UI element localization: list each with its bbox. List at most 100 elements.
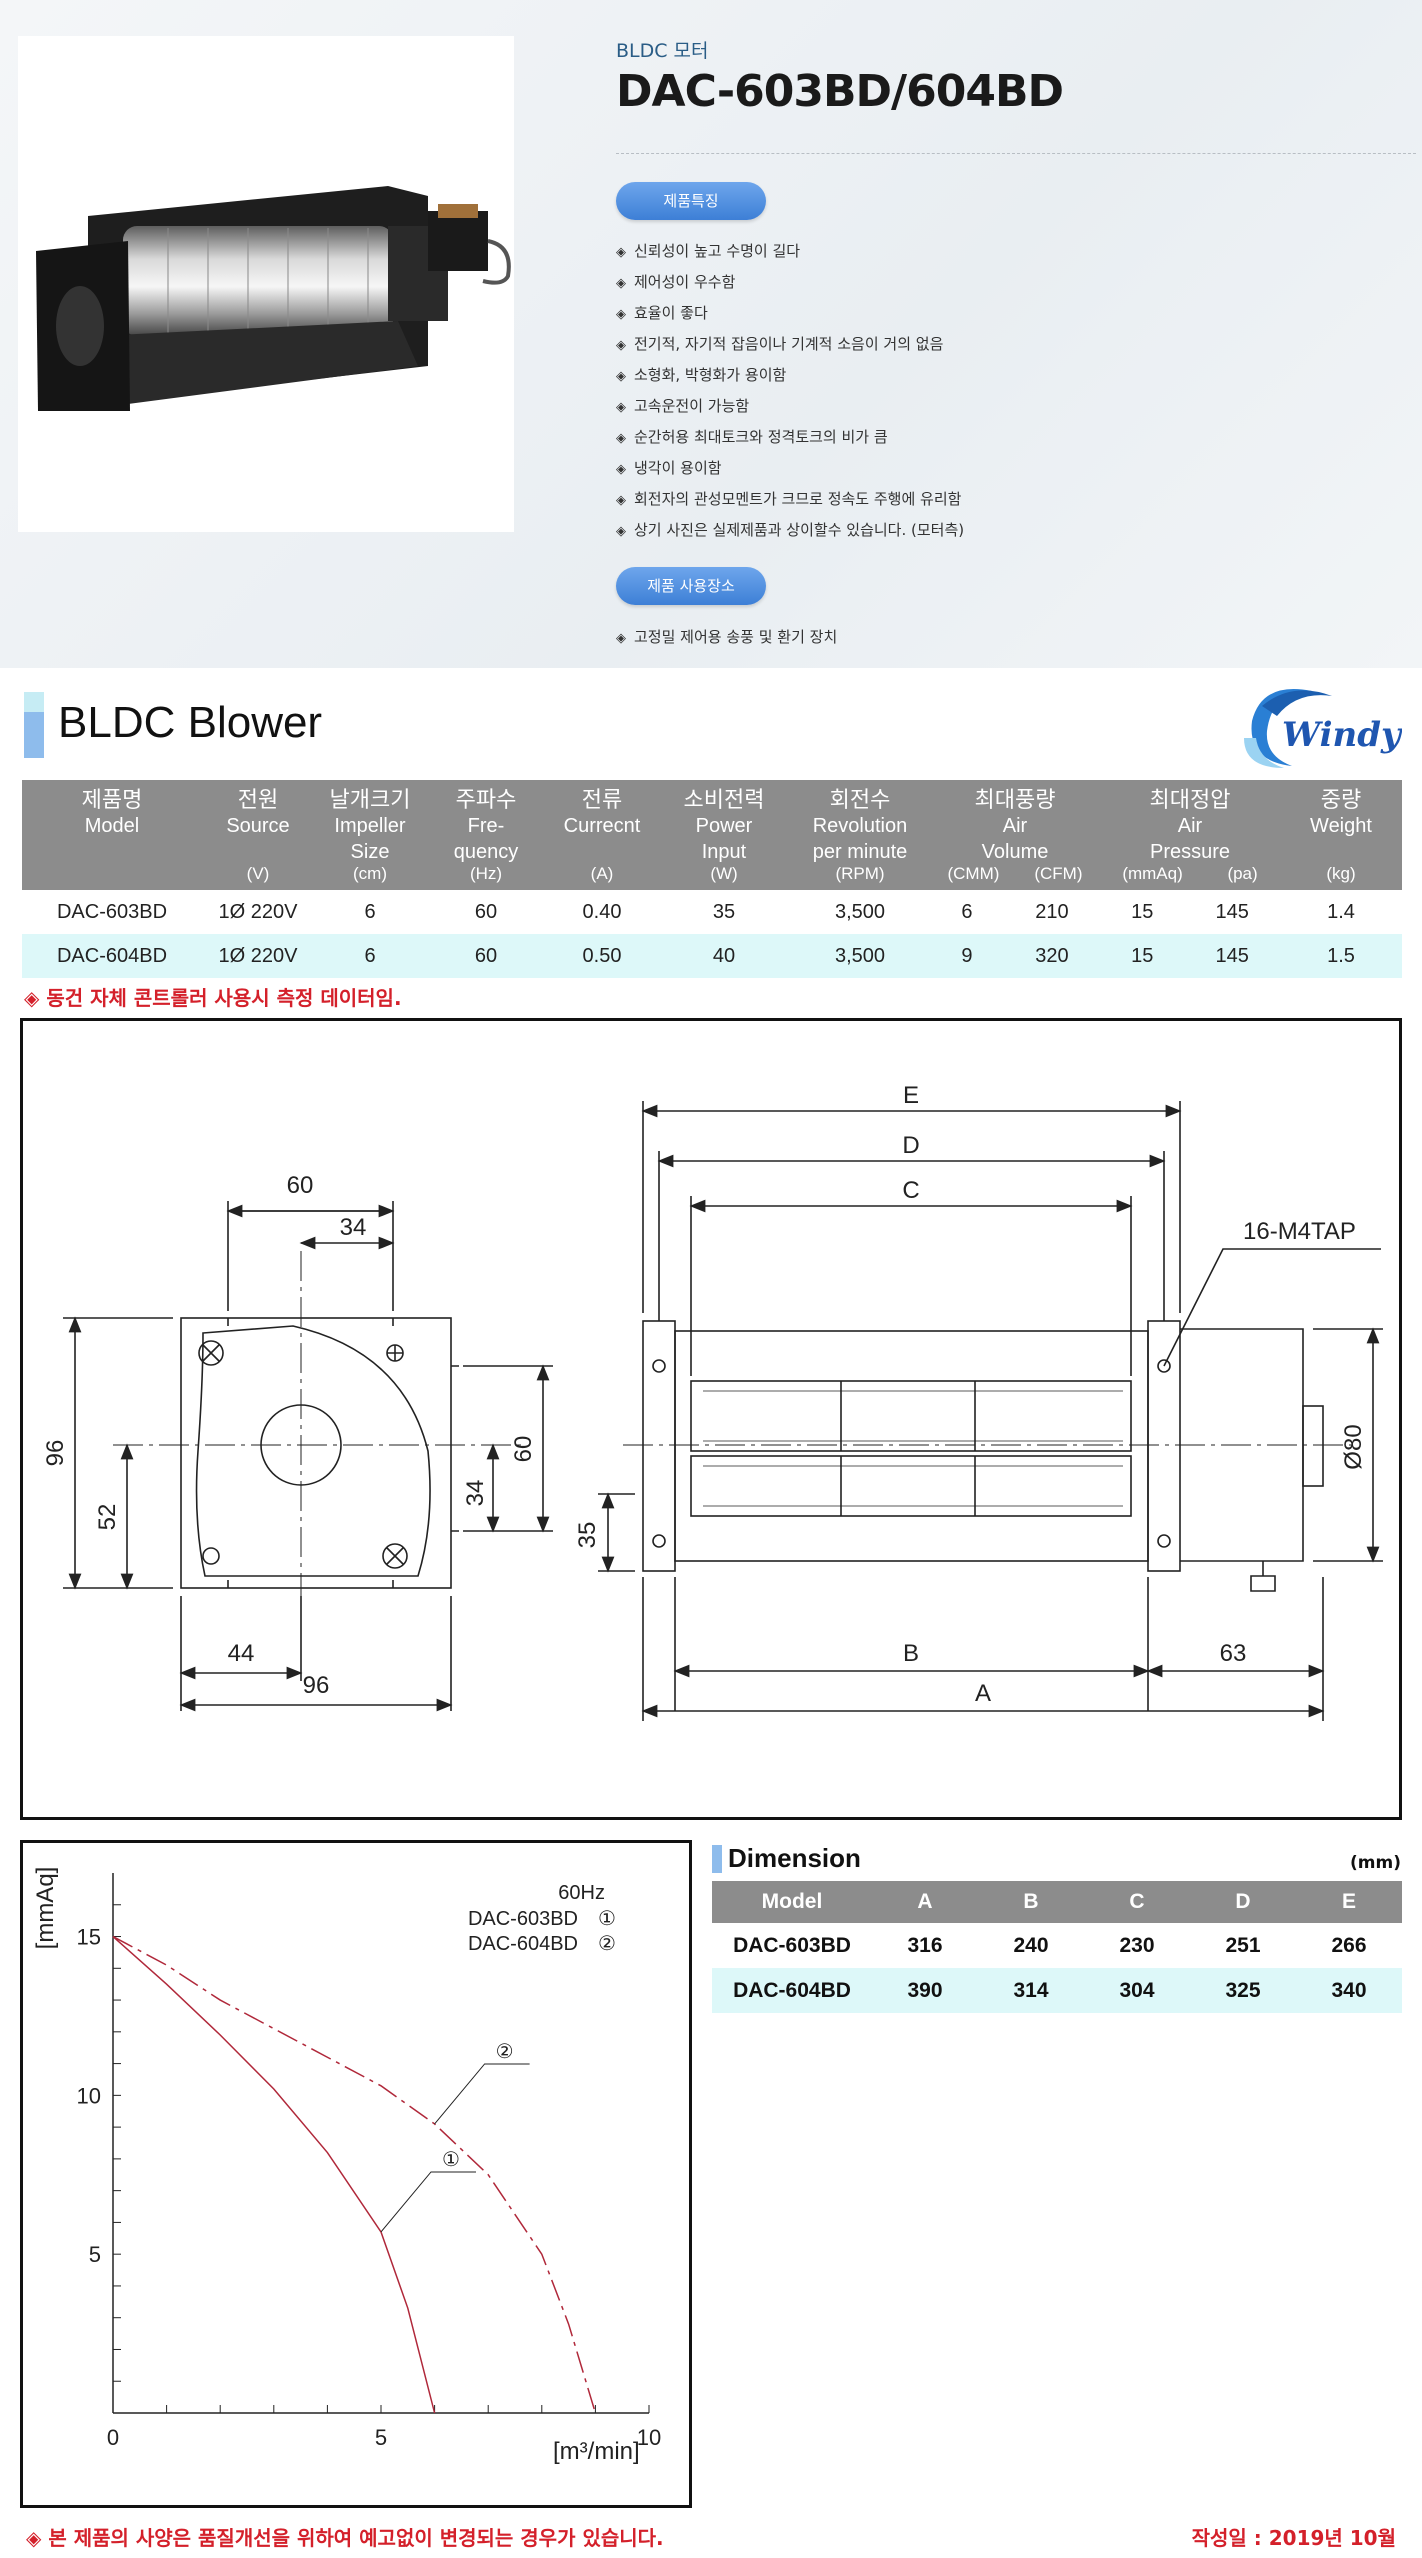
series-mark-label: ② [496,2041,514,2063]
legend-mark-603: ① [598,1908,616,1930]
dimension-title: Dimension [728,1843,861,1873]
front-view: 60 34 96 52 60 34 44 96 [42,1172,553,1712]
cell-impeller: 6 [364,900,376,923]
x-tick-label: 5 [375,2425,387,2450]
title-divider [616,153,1416,154]
product-category: BLDC 모터 [616,40,709,62]
cell-e: 266 [1331,1933,1367,1957]
svg-text:35: 35 [574,1522,601,1549]
windy-logo-icon: Windy [1244,689,1403,768]
svg-text:E: E [903,1082,919,1109]
feature-item: ◈효율이 좋다 [616,304,708,322]
section-title: BLDC Blower [58,698,323,747]
cell-b: 314 [978,1968,1084,2013]
legend-item-603: DAC-603BD [468,1908,578,1930]
y-tick-label: 5 [89,2242,101,2267]
cell-impeller: 6 [314,934,426,978]
cell-frequency: 60 [426,934,546,978]
usage-button[interactable]: 제품 사용장소 [616,567,766,605]
svg-text:44: 44 [228,1640,255,1667]
bullet-icon: ◈ [616,493,626,508]
svg-text:60: 60 [510,1436,537,1463]
dimension-unit: (mm) [1350,1853,1401,1873]
footer-note: ◈ 본 제품의 사양은 품질개선을 위하여 예고없이 변경되는 경우가 있습니다… [26,2526,664,2550]
cell-model: DAC-604BD [712,1968,872,2013]
bullet-icon: ◈ [616,338,626,353]
cell-model: DAC-603BD [733,1933,851,1957]
svg-text:16-M4TAP: 16-M4TAP [1243,1218,1356,1245]
cell-c: 304 [1084,1968,1190,2013]
header-c: C [1084,1881,1190,1923]
bullet-icon: ◈ [616,400,626,415]
feature-item: ◈상기 사진은 실제제품과 상이할수 있습니다. (모터측) [616,521,965,539]
cell-a: 390 [872,1968,978,2013]
cell-rpm: 3,500 [834,900,886,923]
table-row: DAC-604BD 390 314 304 325 340 [712,1968,1402,2013]
windy-logo: Windy [1222,676,1403,776]
cell-weight: 1.4 [1327,900,1355,923]
x-axis-label: [m³/min] [553,2438,640,2465]
cell-source: 1Ø 220V [218,900,298,923]
svg-text:Ø80: Ø80 [1340,1424,1367,1469]
dimension-drawing: 60 34 96 52 60 34 44 96 [20,1018,1402,1820]
bullet-icon: ◈ [616,276,626,291]
svg-text:34: 34 [462,1480,489,1507]
header-model: Model [712,1881,872,1923]
freq-label: 60Hz [558,1882,605,1904]
svg-text:60: 60 [287,1172,314,1199]
blower-image [36,186,511,411]
product-section: BLDC 모터 DAC-603BD/604BD 제품특징 ◈신뢰성이 높고 수명… [0,0,1422,668]
feature-item: ◈전기적, 자기적 잡음이나 기계적 소음이 거의 없음 [616,335,944,353]
series-leader [434,2063,530,2125]
cell-model: DAC-603BD [56,900,168,923]
spec-note: ◈ 동건 자체 콘트롤러 사용시 측정 데이터임. [24,986,402,1010]
header-d: D [1190,1881,1296,1923]
cell-b: 240 [1013,1933,1049,1957]
bullet-icon: ◈ [616,462,626,477]
svg-text:Windy: Windy [1282,715,1402,755]
cell-model: DAC-604BD [22,934,202,978]
series-line-dac-604bd [112,1935,597,2414]
cell-current: 0.50 [546,934,658,978]
svg-text:96: 96 [42,1440,69,1467]
side-view: E D C 16-M4TAP Ø80 35 B 63 [574,1082,1383,1721]
feature-item: ◈신뢰성이 높고 수명이 길다 [616,242,801,260]
feature-item: ◈회전자의 관성모멘트가 크므로 정속도 주행에 유리함 [616,490,962,508]
cell-power: 40 [658,934,790,978]
svg-text:B: B [903,1640,919,1667]
svg-text:52: 52 [94,1504,121,1531]
chart-series: ①② [112,1935,597,2414]
svg-text:63: 63 [1220,1640,1247,1667]
svg-text:D: D [902,1132,919,1159]
features-button[interactable]: 제품특징 [616,182,766,220]
svg-text:96: 96 [303,1672,330,1699]
cell-a: 316 [907,1933,943,1957]
product-model-title: DAC-603BD/604BD [616,66,1064,117]
cell-frequency: 60 [474,900,498,923]
dimension-header-row: Model A B C D E [712,1881,1402,1923]
cell-rpm: 3,500 [790,934,930,978]
cell-d: 251 [1225,1933,1261,1957]
bullet-icon: ◈ [616,307,626,322]
y-tick-label: 10 [77,2083,101,2108]
cell-source: 1Ø 220V [202,934,314,978]
svg-text:A: A [975,1680,991,1707]
feature-item: ◈냉각이 용이함 [616,459,722,477]
table-row: DAC-603BD 316 240 230 251 266 [712,1923,1402,1968]
svg-text:C: C [902,1177,919,1204]
series-line-dac-603bd [112,1935,436,2414]
